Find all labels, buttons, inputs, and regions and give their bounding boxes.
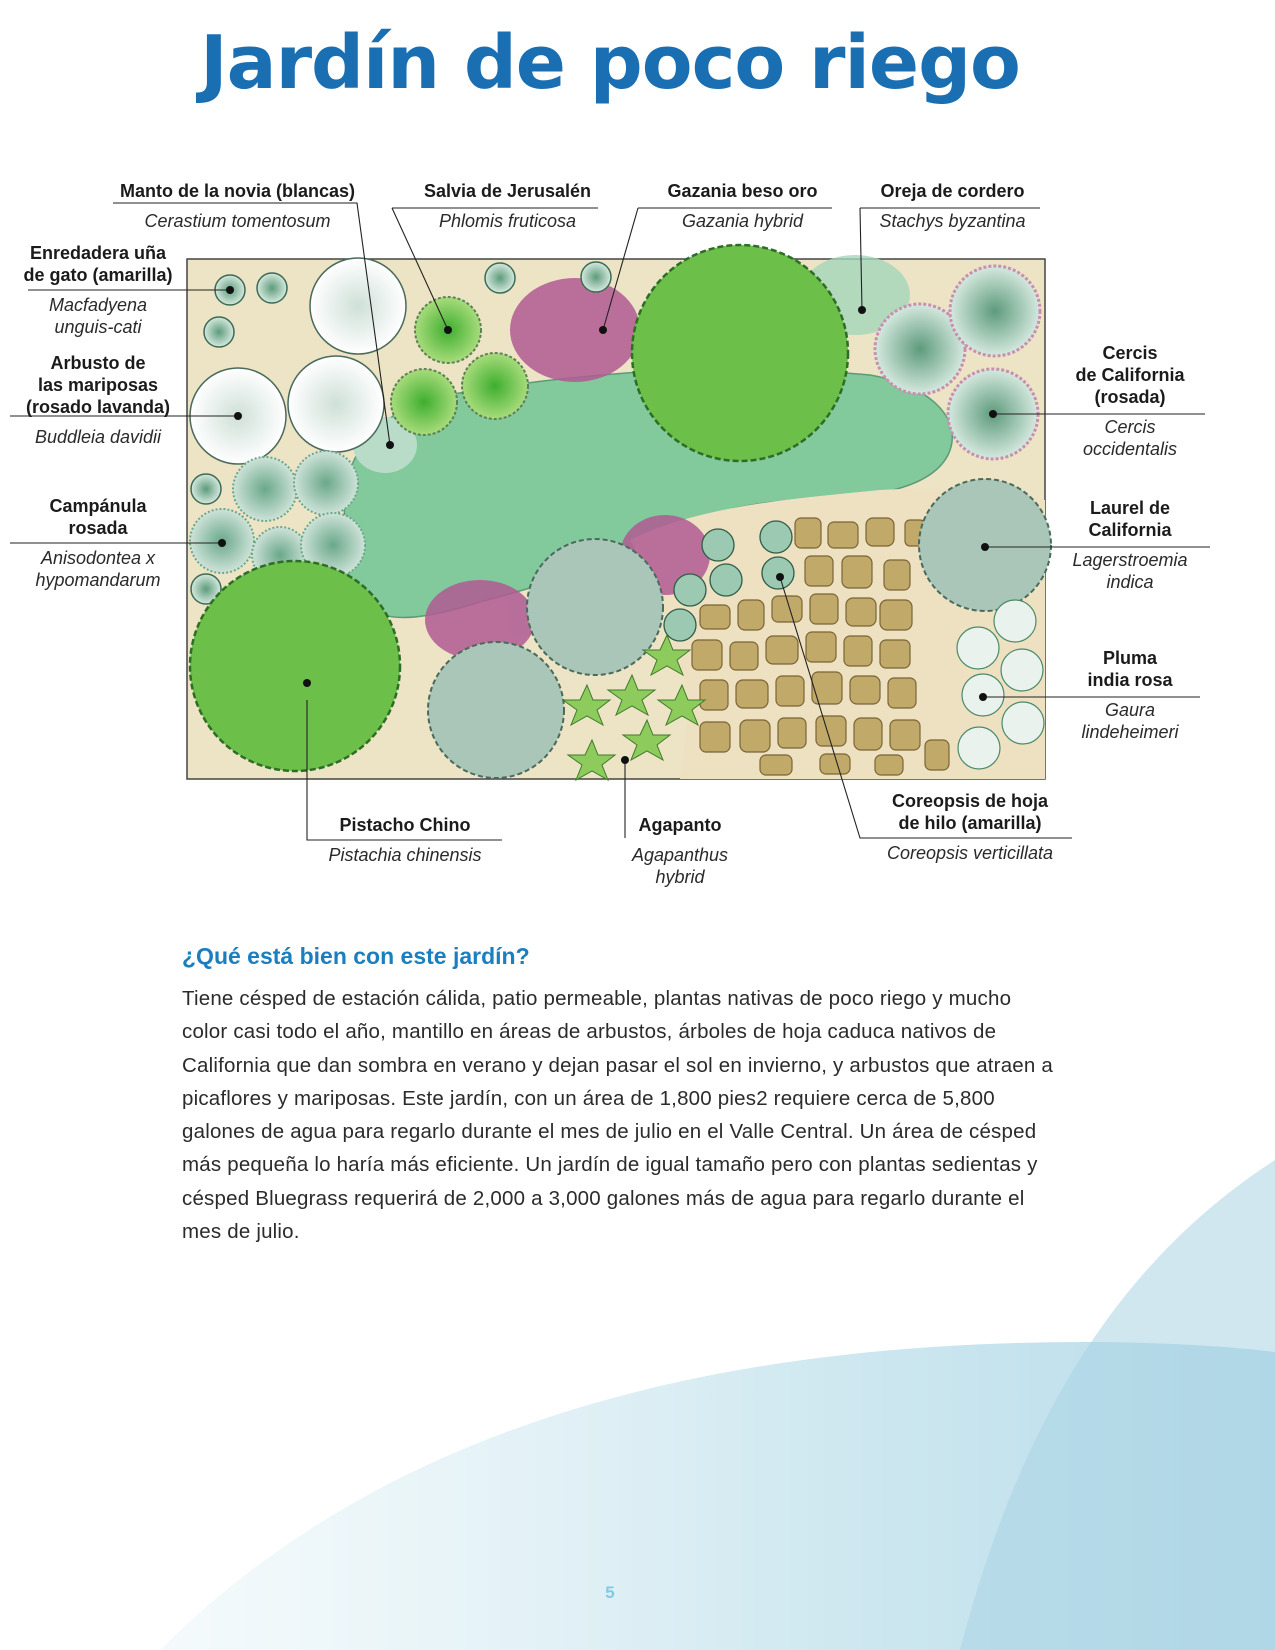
label-scientific: Lagerstroemia indica (1072, 550, 1188, 592)
label-scientific: Phlomis fruticosa (438, 211, 577, 231)
label-cerastium: Manto de la novia (blancas) Cerastium to… (105, 180, 370, 232)
green-trees (188, 243, 850, 773)
label-common: Laurel de California (1088, 498, 1172, 540)
agapanthus (561, 633, 707, 782)
small-shrubs (190, 261, 612, 605)
section-heading: ¿Qué está bien con este jardín? (182, 943, 530, 969)
label-common: Pistacho Chino (339, 815, 471, 835)
label-common: Manto de la novia (blancas) (119, 181, 356, 201)
label-anisodontea: Campánula rosada Anisodontea x hypomanda… (12, 495, 184, 591)
label-scientific: Anisodontea x hypomandarum (35, 548, 161, 590)
label-common: Oreja de cordero (880, 181, 1025, 201)
label-phlomis: Salvia de Jerusalén Phlomis fruticosa (400, 180, 615, 232)
leader-dots (218, 286, 997, 764)
label-cercis: Cercis de California (rosada) Cercis occ… (1050, 342, 1210, 460)
label-lagerstroemia: Laurel de California Lagerstroemia indic… (1050, 497, 1210, 593)
page-title: Jardín de poco riego (200, 20, 1021, 106)
label-scientific: Buddleia davidii (34, 427, 162, 447)
magenta-groundcover (425, 278, 710, 660)
label-common: Agapanto (638, 815, 722, 835)
label-macfadyena: Enredadera uña de gato (amarilla) Macfad… (12, 242, 184, 338)
label-stachys: Oreja de cordero Stachys byzantina (860, 180, 1045, 232)
label-common: Arbusto de las mariposas (rosado lavanda… (25, 353, 171, 417)
label-scientific: Macfadyena unguis-cati (48, 295, 148, 337)
label-common: Coreopsis de hoja de hilo (amarilla) (891, 791, 1049, 833)
label-common: Campánula rosada (49, 496, 147, 538)
phlomis (390, 296, 529, 436)
gaura (956, 599, 1045, 770)
label-scientific: Gazania hybrid (681, 211, 804, 231)
label-scientific: Coreopsis verticillata (886, 843, 1054, 863)
label-gaura: Pluma india rosa Gaura lindeheimeri (1050, 647, 1210, 743)
label-common: Gazania beso oro (667, 181, 818, 201)
label-pistachia: Pistacho Chino Pistachia chinensis (305, 814, 505, 866)
label-common: Enredadera uña de gato (amarilla) (23, 243, 173, 285)
label-scientific: Cercis occidentalis (1082, 417, 1178, 459)
label-common: Pluma india rosa (1087, 648, 1173, 690)
label-agapanthus: Agapanto Agapanthus hybrid (610, 814, 750, 888)
pavers (691, 517, 950, 776)
label-common: Salvia de Jerusalén (423, 181, 592, 201)
label-coreopsis: Coreopsis de hoja de hilo (amarilla) Cor… (865, 790, 1075, 864)
section-body: Tiene césped de estación cálida, patio p… (182, 987, 1054, 1244)
label-common: Cercis de California (rosada) (1075, 343, 1185, 407)
garden-plan (10, 202, 1210, 841)
label-scientific: Cerastium tomentosum (144, 211, 331, 231)
label-scientific: Gaura lindeheimeri (1081, 700, 1179, 742)
label-scientific: Pistachia chinensis (328, 845, 482, 865)
label-scientific: Agapanthus hybrid (631, 845, 729, 887)
coreopsis-circles (663, 520, 795, 642)
leader-lines (10, 202, 1210, 841)
label-gazania: Gazania beso oro Gazania hybrid (645, 180, 840, 232)
label-scientific: Stachys byzantina (879, 211, 1026, 231)
buddleia (189, 257, 407, 465)
label-buddleia: Arbusto de las mariposas (rosado lavanda… (12, 352, 184, 448)
sage-trees (427, 478, 1052, 779)
page-number: 5 (605, 1583, 615, 1602)
cercis (873, 264, 1042, 461)
